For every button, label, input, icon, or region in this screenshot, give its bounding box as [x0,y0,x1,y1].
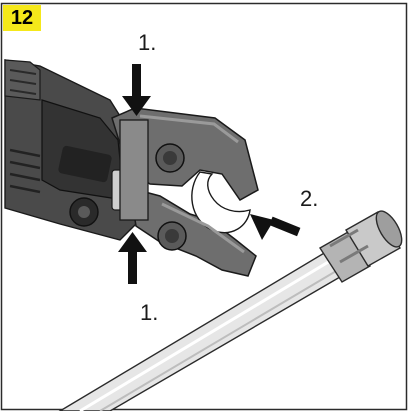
arrow-bottom [118,232,147,284]
fitting-sleeve [345,211,401,267]
fitting-opening [375,210,403,248]
jaw-bolt-lower-inner [165,229,179,243]
callout-step-2: 2. [300,186,319,211]
pipe-body [57,245,353,412]
arrow-side [250,214,301,240]
pipe-shade [99,263,349,412]
step-badge-bg [3,5,41,31]
jaw-lower [129,186,257,277]
jaw-pin-holder [119,119,149,221]
press-jaw [111,107,259,277]
press-tool-body [4,59,141,241]
jaw-mouth [191,171,251,234]
pipe [57,245,353,413]
arrow-top [122,64,151,116]
step-badge: 12 [10,6,34,29]
tool-ribs [9,69,37,95]
tool-trigger-block [58,145,112,183]
fitting-bead [329,228,359,248]
jaw-upper-face [139,114,239,144]
fitting-bead-2 [339,244,369,264]
press-fitting [319,210,403,283]
tool-lower-vent [9,148,41,194]
jaw-bolt-upper-inner [163,151,177,165]
callout-step-1-bottom: 1. [140,300,159,325]
tool-knob-center [78,206,90,218]
pipe-highlight [79,253,341,413]
jaw-lower-face [161,202,245,254]
callout-step-1-top: 1. [138,30,157,55]
